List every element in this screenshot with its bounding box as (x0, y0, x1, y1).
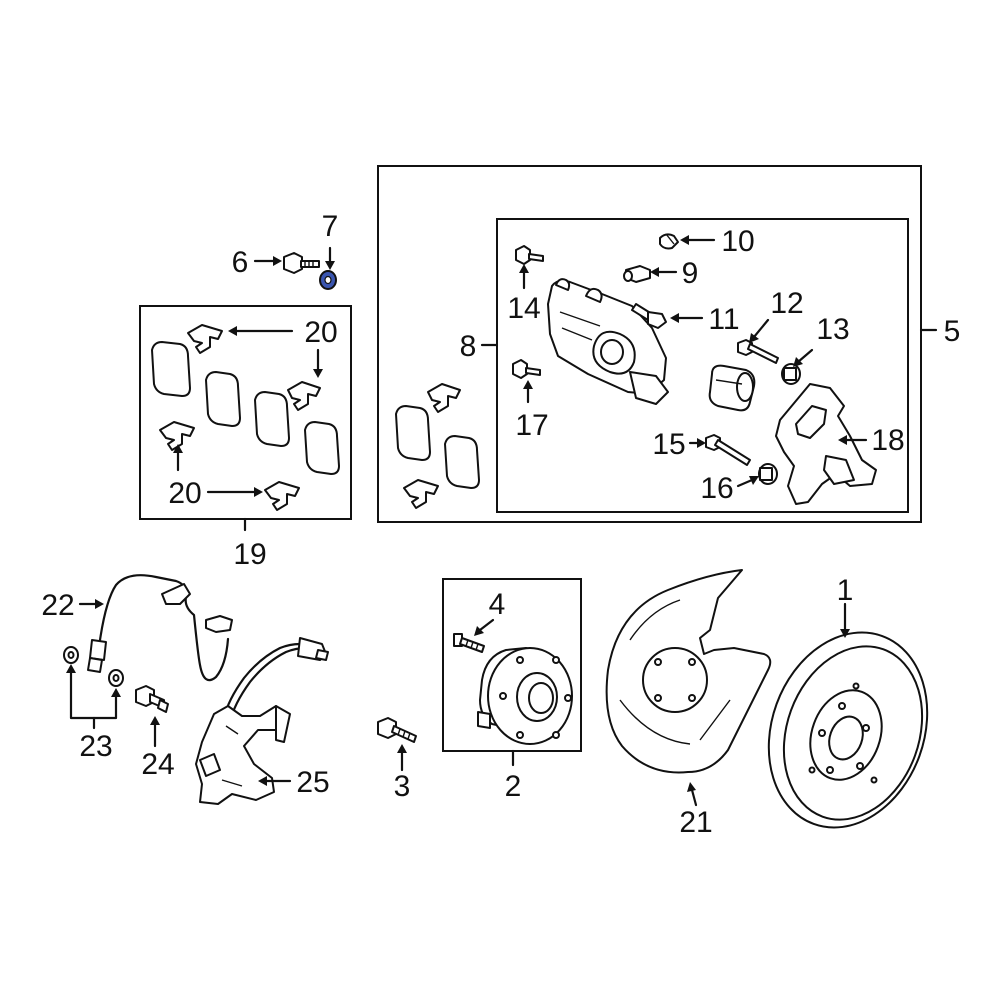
callout-4: 4 (489, 588, 506, 621)
washers-23-drawing[interactable] (63, 646, 124, 687)
callout-25: 25 (296, 766, 329, 799)
caliper-bracket-18-drawing[interactable] (775, 383, 877, 505)
washer-7-drawing[interactable] (319, 270, 337, 290)
callout-19: 19 (233, 538, 266, 571)
callout-22: 22 (41, 589, 74, 622)
callout-9: 9 (682, 257, 699, 290)
callout-7: 7 (322, 210, 339, 243)
guide-11-drawing[interactable] (631, 303, 667, 329)
stud-4-drawing[interactable] (453, 633, 485, 653)
bolt-24-drawing[interactable] (135, 685, 169, 713)
brake-hose-22-drawing[interactable] (87, 574, 233, 682)
bleeder-screw-9-drawing[interactable] (623, 265, 651, 283)
caliper-assembly-box (377, 165, 922, 523)
rotor-1-drawing[interactable] (742, 610, 953, 850)
callout-16: 16 (700, 472, 733, 505)
hub-bearing-2-drawing[interactable] (477, 647, 573, 745)
guide-pin-12-drawing[interactable] (737, 339, 779, 364)
callout-21: 21 (679, 806, 712, 839)
callout-3: 3 (394, 770, 411, 803)
bleeder-cap-10-drawing[interactable] (659, 233, 679, 250)
dust-shield-21-drawing[interactable] (605, 569, 772, 774)
piston-drawing[interactable] (708, 364, 756, 412)
callout-14: 14 (507, 292, 540, 325)
leader-lines (66, 235, 938, 807)
callout-12: 12 (770, 287, 803, 320)
caliper-housing-8-drawing[interactable] (547, 278, 669, 405)
callout-6: 6 (232, 246, 249, 279)
bolt-14-drawing[interactable] (515, 245, 544, 265)
bolt-3-drawing[interactable] (377, 717, 417, 743)
guide-pin-15-drawing[interactable] (705, 434, 751, 466)
caliper-box-pads-drawing[interactable] (395, 383, 480, 509)
boot-16-drawing[interactable] (758, 463, 778, 485)
callout-2: 2 (505, 770, 522, 803)
callout-18: 18 (871, 424, 904, 457)
callout-17: 17 (515, 409, 548, 442)
bolt-6-drawing[interactable] (283, 252, 320, 274)
callout-13: 13 (816, 313, 849, 346)
callout-5: 5 (944, 315, 961, 348)
callout-15: 15 (652, 428, 685, 461)
callout-10: 10 (721, 225, 754, 258)
boot-13-drawing[interactable] (781, 363, 801, 385)
bolt-17-drawing[interactable] (512, 359, 541, 379)
callout-8: 8 (460, 330, 477, 363)
callout-1: 1 (837, 574, 854, 607)
callout-20-top: 20 (304, 316, 337, 349)
callout-11: 11 (708, 303, 739, 336)
callout-24: 24 (141, 748, 174, 781)
pad-clips-drawing[interactable] (159, 324, 321, 511)
callout-23: 23 (79, 730, 112, 763)
caliper-inner-box (496, 218, 909, 513)
callout-20-bottom: 20 (168, 477, 201, 510)
brake-pads-kit-drawing[interactable] (151, 341, 340, 475)
